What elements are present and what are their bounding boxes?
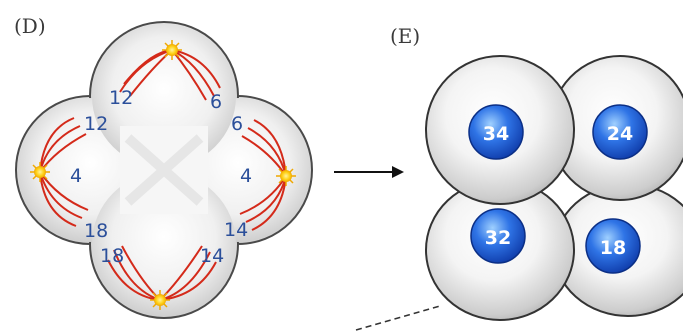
- nucleus-top-right-label: 24: [607, 123, 633, 145]
- label-right-top: 6: [231, 113, 243, 135]
- spindle-pole-left: [30, 162, 50, 182]
- panel-e-cells: [426, 56, 683, 320]
- spindle-pole-top: [162, 40, 182, 60]
- label-left-mid: 4: [70, 165, 82, 187]
- nucleus-top-left-label: 34: [483, 123, 509, 145]
- label-right-mid: 4: [240, 165, 252, 187]
- label-top-left: 12: [109, 87, 133, 109]
- nucleus-bottom-left: 32: [471, 209, 525, 263]
- label-top-right: 6: [210, 91, 222, 113]
- nucleus-top-right: 24: [593, 105, 647, 159]
- label-left-top: 12: [84, 113, 108, 135]
- nucleus-bottom-right: 18: [586, 219, 640, 273]
- nucleus-bottom-left-label: 32: [485, 227, 511, 249]
- label-bottom-left: 18: [100, 245, 124, 267]
- spindle-pole-bottom: [150, 290, 170, 310]
- label-bottom-right: 14: [200, 245, 224, 267]
- panel-d-cell: [16, 22, 312, 318]
- nucleus-top-left: 34: [469, 105, 523, 159]
- label-right-bottom: 14: [224, 219, 248, 241]
- nucleus-bottom-right-label: 18: [600, 237, 626, 259]
- spindle-pole-right: [276, 166, 296, 186]
- leader-line: [356, 306, 440, 330]
- label-left-bottom: 18: [84, 220, 108, 242]
- arrow-d-to-e: [334, 166, 404, 178]
